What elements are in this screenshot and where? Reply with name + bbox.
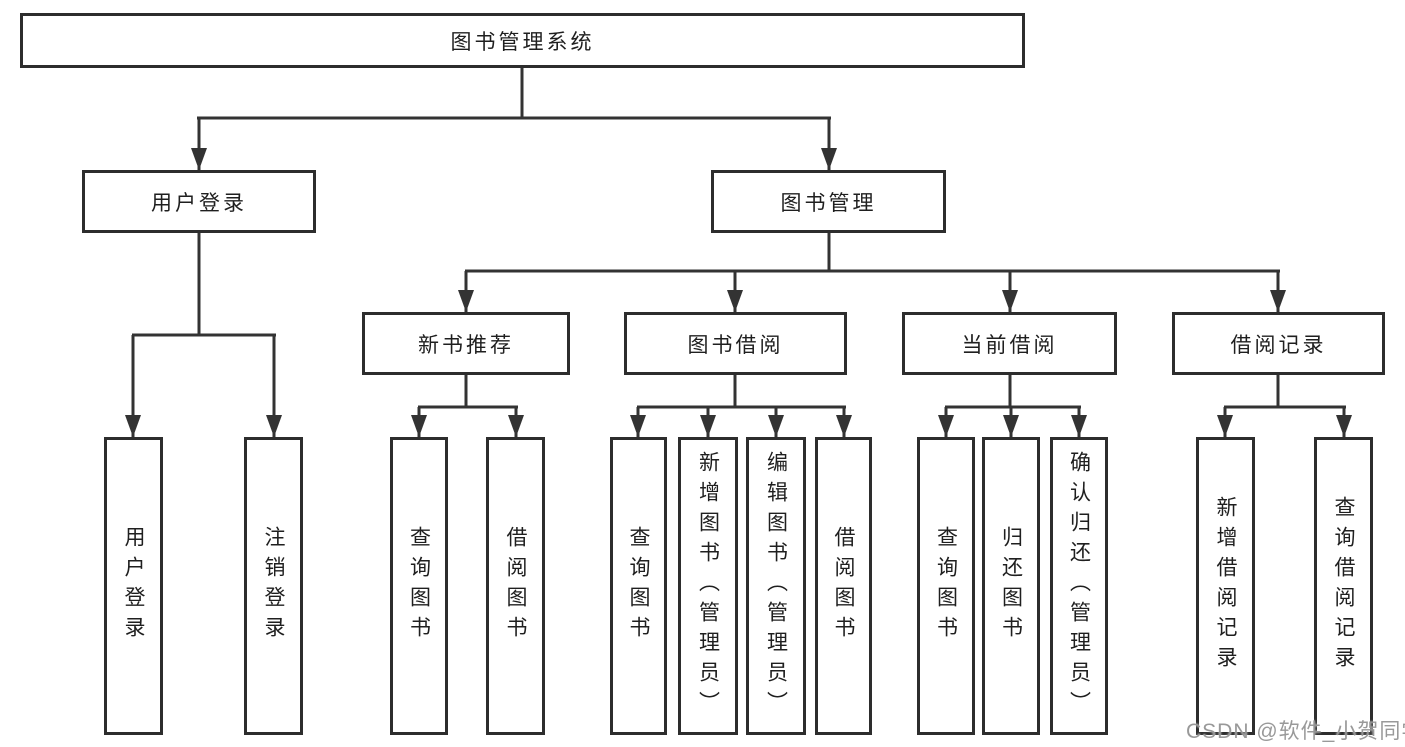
leaf-query-books-borrowing: 查询图书	[610, 437, 667, 735]
leaf-return-book: 归还图书	[982, 437, 1040, 735]
node-label: 用户登录	[122, 526, 145, 646]
leaf-borrow-books-borrowing: 借阅图书	[815, 437, 872, 735]
leaf-query-books-current: 查询图书	[917, 437, 975, 735]
node-label: 确认归还（管理员）	[1067, 451, 1091, 721]
node-label: 借阅记录	[1230, 333, 1327, 357]
node-label: 新增图书（管理员）	[696, 451, 720, 721]
node-book-management: 图书管理	[711, 170, 946, 233]
node-label: 编辑图书（管理员）	[764, 451, 788, 721]
node-library-system-root: 图书管理系统	[20, 13, 1025, 68]
node-label: 注销登录	[262, 526, 285, 646]
node-label: 图书管理系统	[450, 30, 595, 54]
node-user-login-group: 用户登录	[82, 170, 316, 233]
node-label: 新增借阅记录	[1214, 496, 1237, 676]
leaf-add-borrow-record: 新增借阅记录	[1196, 437, 1255, 735]
node-label: 当前借阅	[961, 333, 1058, 357]
leaf-logout: 注销登录	[244, 437, 303, 735]
node-label: 用户登录	[151, 191, 247, 215]
node-label: 图书管理	[780, 191, 877, 215]
leaf-edit-book-admin: 编辑图书（管理员）	[746, 437, 806, 735]
leaf-add-book-admin: 新增图书（管理员）	[678, 437, 738, 735]
node-label: 查询图书	[934, 526, 958, 646]
leaf-confirm-return-admin: 确认归还（管理员）	[1050, 437, 1108, 735]
node-label: 查询借阅记录	[1332, 496, 1355, 676]
node-label: 查询图书	[627, 526, 650, 646]
node-new-book-recommend: 新书推荐	[362, 312, 570, 375]
csdn-watermark: CSDN @软件_小贺同学	[1186, 720, 1405, 743]
node-borrowing-records: 借阅记录	[1172, 312, 1385, 375]
leaf-query-books-recommend: 查询图书	[390, 437, 448, 735]
leaf-query-borrow-record: 查询借阅记录	[1314, 437, 1373, 735]
node-label: 归还图书	[999, 526, 1023, 646]
leaf-user-login: 用户登录	[104, 437, 163, 735]
node-label: 借阅图书	[504, 526, 527, 646]
node-book-borrowing: 图书借阅	[624, 312, 847, 375]
node-current-borrowing: 当前借阅	[902, 312, 1117, 375]
leaf-borrow-books-recommend: 借阅图书	[486, 437, 545, 735]
node-label: 查询图书	[407, 526, 431, 646]
node-label: 新书推荐	[418, 333, 514, 357]
node-label: 图书借阅	[687, 333, 784, 357]
node-label: 借阅图书	[832, 526, 855, 646]
